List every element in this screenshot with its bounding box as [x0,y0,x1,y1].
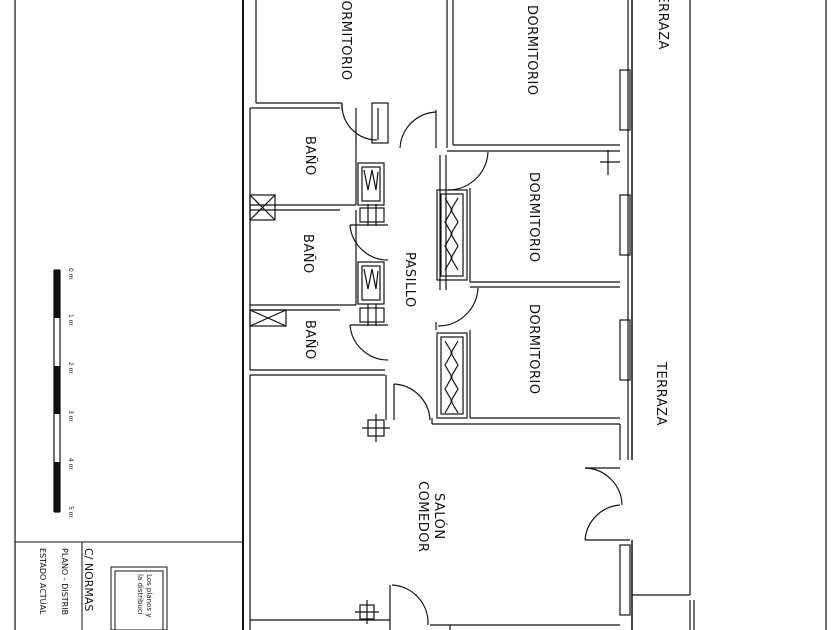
room-label-salon: SALÓN [431,493,447,540]
room-label-comedor: COMEDOR [415,481,430,553]
title-block-plan-title: PLANO - DISTRIB [60,548,69,615]
shaft-1 [249,194,276,221]
wardrobe-2 [436,332,468,419]
room-label-bano-1: BAÑO [302,136,318,176]
room-label-dormitorio-top-left: DORMITORIO [338,0,353,81]
room-label-terraza-right: TERRAZA [653,361,668,426]
room-label-dormitorio-top: DORMITORIO [524,5,539,96]
room-label-dormitorio-low: DORMITORIO [526,304,541,395]
scale-tick-4: 4 m [67,458,74,470]
wardrobe-1 [436,189,468,281]
note-box [110,566,168,630]
room-label-bano-3: BAÑO [302,320,318,360]
room-label-bano-2: BAÑO [300,234,316,274]
scale-tick-3: 3 m [67,410,74,422]
scale-tick-5: 5 m [67,506,74,518]
room-label-terraza-top: TERRAZA [655,0,670,50]
note-line-2: la distribuci [136,574,144,615]
title-block-state: ESTADO ACTUAL [38,548,47,615]
scale-tick-2: 2 m [67,362,74,374]
room-label-pasillo: PASILLO [402,252,417,308]
title-block-address: C/ NORMAS [82,548,95,611]
scale-tick-1: 1 m [67,314,74,326]
scale-tick-0: 0 m [67,268,74,280]
room-label-dormitorio-mid: DORMITORIO [526,172,541,263]
note-line-1: Los planos y [145,574,153,617]
shaft-2 [249,309,287,327]
